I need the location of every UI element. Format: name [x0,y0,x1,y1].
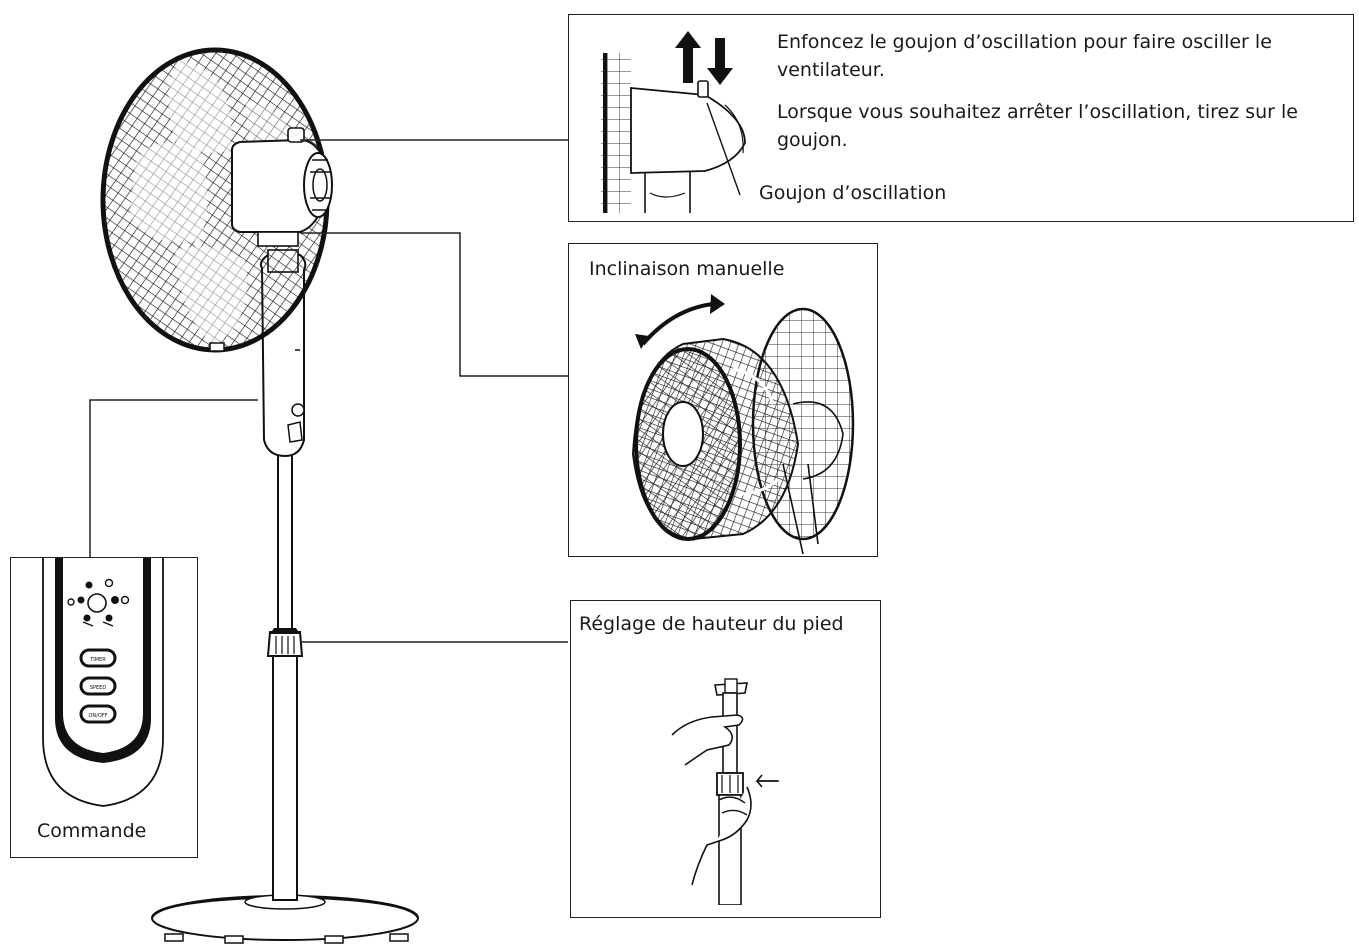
fan-base [151,894,419,944]
oscillation-instruction-2: Lorsque vous souhaitez arrêter l’oscilla… [777,101,1298,151]
tilt-label: Inclinaison manuelle [589,258,785,280]
height-panel: Réglage de hauteur du pied [570,600,881,918]
control-label: Commande [37,820,147,842]
leader-tilt [300,232,568,377]
height-label: Réglage de hauteur du pied [579,613,844,635]
height-illustration [671,678,779,905]
speed-button-label: SPEED [90,685,107,691]
oscillation-pin-label: Goujon d’oscillation [759,182,947,204]
leader-lines [89,139,568,643]
control-panel: TIMER SPEED ON/OFF Commande [10,557,198,858]
oscillation-instruction-1: Enfoncez le goujon d’oscillation pour fa… [777,31,1272,81]
on-off-button[interactable] [79,704,117,724]
tilt-illustration [631,294,855,554]
fan-head-grille [100,47,330,353]
leader-control [89,399,258,557]
fan-motor-housing [231,127,333,247]
speed-button[interactable] [79,676,117,696]
fan-pole [266,454,304,901]
tilt-panel: Inclinaison manuelle [568,243,878,557]
timer-button-label: TIMER [89,657,106,663]
control-illustration: TIMER SPEED ON/OFF [42,558,164,807]
on-off-button-label: ON/OFF [88,713,107,719]
timer-button[interactable] [79,648,117,668]
oscillation-illustration [601,31,746,213]
oscillation-panel: Enfoncez le goujon d’oscillation pour fa… [568,14,1354,222]
